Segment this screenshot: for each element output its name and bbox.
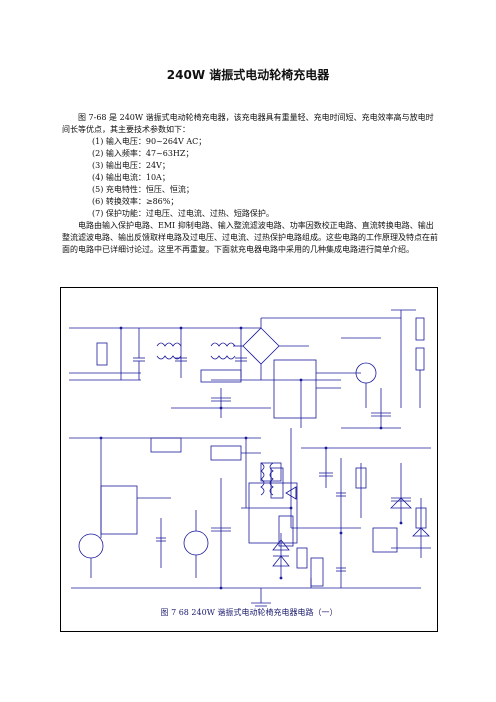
spec-item: (2) 输入频率：47~63HZ；: [92, 149, 194, 158]
page-title: 240W 谐振式电动轮椅充电器: [166, 68, 330, 82]
figure-caption: 图 7 68 240W 谐振式电动轮椅充电器电路（一）: [160, 608, 338, 617]
spec-item: (5) 充电特性：恒压、恒流；: [92, 185, 194, 194]
spec-item: (4) 输出电流：10A；: [92, 173, 170, 182]
spec-item: (7) 保护功能：过电压、过电流、过热、短路保护。: [92, 209, 274, 218]
spec-item: (3) 输出电压：24V；: [92, 161, 170, 170]
spec-item: (6) 转换效率：≥86%；: [92, 197, 179, 206]
circuit-schematic: [69, 309, 431, 607]
circuit-figure: 图 7 68 240W 谐振式电动轮椅充电器电路（一）: [60, 287, 438, 632]
article-body: 图 7-68 是 240W 谐振式电动轮椅充电器，该充电器具有重量轻、充电时间短…: [62, 112, 440, 256]
description-paragraph: 电路由输入保护电路、EMI 抑制电路、输入整流滤波电路、功率因数校正电路、直流转…: [62, 221, 438, 254]
spec-item: (1) 输入电压：90~264V AC；: [92, 137, 207, 146]
intro-paragraph: 图 7-68 是 240W 谐振式电动轮椅充电器，该充电器具有重量轻、充电时间短…: [62, 113, 434, 134]
